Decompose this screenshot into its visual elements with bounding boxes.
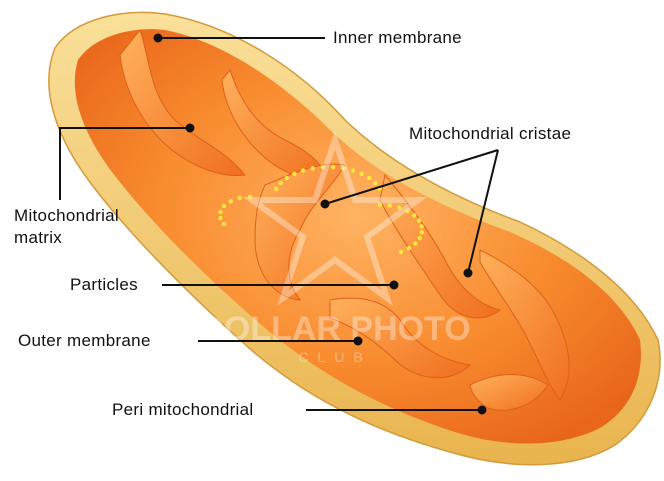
particle-dot [420, 230, 424, 234]
particle-dot [417, 218, 421, 222]
label-outer-membrane: Outer membrane [18, 331, 151, 351]
particle-dot [292, 172, 296, 176]
watermark-sub-text: CLUB [298, 349, 371, 365]
particle-dot [301, 168, 305, 172]
watermark-main-text: DOLLAR PHOTO [199, 310, 470, 348]
particle-dot [351, 168, 355, 172]
particle-dot [218, 216, 222, 220]
particle-dot [388, 203, 392, 207]
particle-dot [311, 166, 315, 170]
particle-dot [407, 246, 411, 250]
leader-dot-outer-membrane [355, 338, 362, 345]
particle-dot [413, 241, 417, 245]
particle-dot [222, 204, 226, 208]
particle-dot [229, 199, 233, 203]
particle-dot [419, 224, 423, 228]
particle-dot [378, 203, 382, 207]
particle-dot [367, 176, 371, 180]
particle-dot [331, 165, 335, 169]
leader-dot-inner-membrane [155, 35, 162, 42]
particle-dot [274, 187, 278, 191]
label-mitochondrial-matrix-line2: matrix [14, 228, 62, 248]
particle-dot [279, 181, 283, 185]
label-particles: Particles [70, 275, 138, 295]
leader-dot-cristae-a [322, 201, 329, 208]
particle-dot [285, 176, 289, 180]
leader-dot-matrix [187, 125, 194, 132]
label-mitochondrial-matrix-line1: Mitochondrial [14, 206, 119, 226]
label-inner-membrane: Inner membrane [333, 28, 462, 48]
particle-dot [412, 213, 416, 217]
particle-dot [399, 250, 403, 254]
particle-dot [222, 222, 226, 226]
leader-dot-peri [479, 407, 486, 414]
particle-dot [418, 236, 422, 240]
particle-dot [373, 181, 377, 185]
particle-dot [359, 172, 363, 176]
label-mitochondrial-cristae: Mitochondrial cristae [409, 124, 571, 144]
particle-dot [238, 196, 242, 200]
leader-dot-particles [391, 282, 398, 289]
particle-dot [218, 210, 222, 214]
leader-dot-cristae-b [465, 270, 472, 277]
label-peri-mitochondrial: Peri mitochondrial [112, 400, 253, 420]
